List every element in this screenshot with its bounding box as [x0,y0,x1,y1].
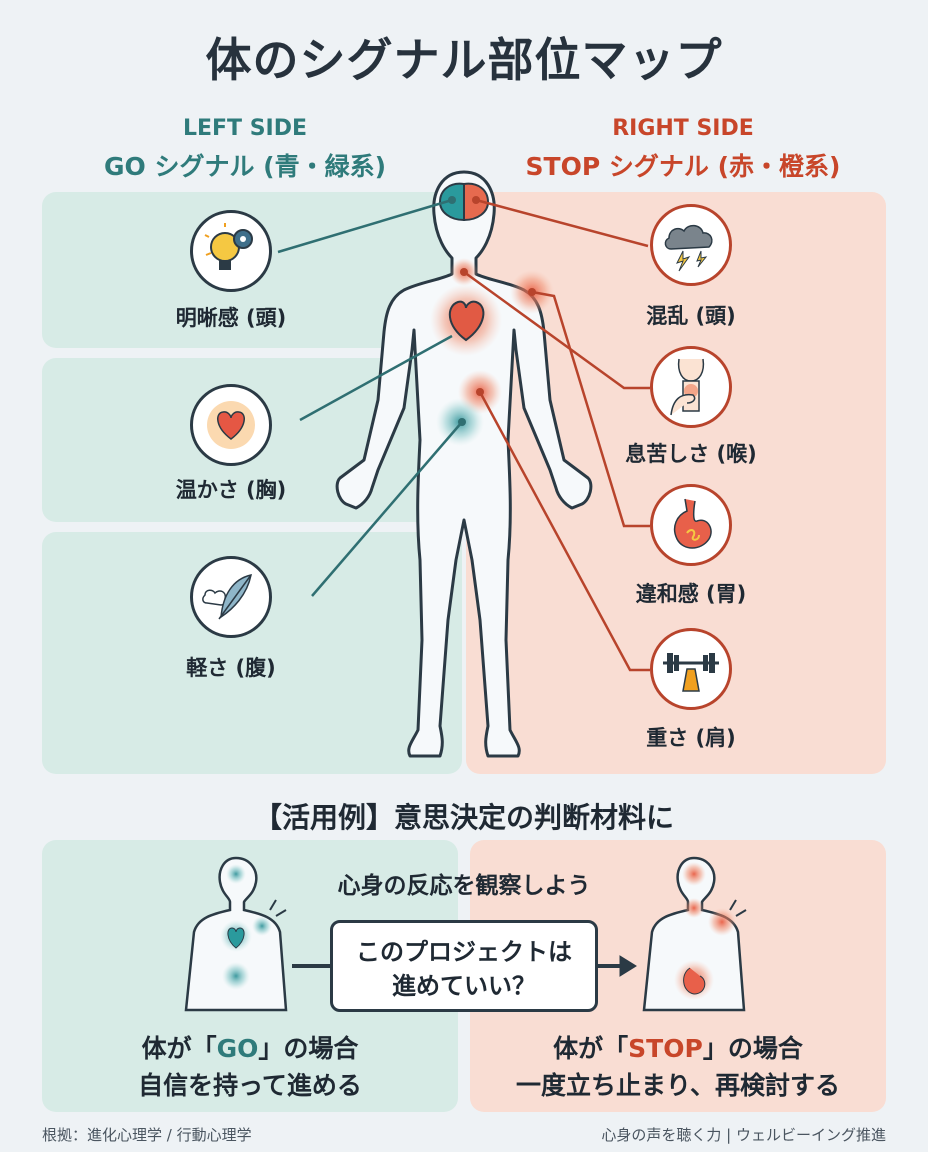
connector-dot [460,268,468,276]
barbell-weight-icon [650,628,732,710]
stop-side-heading: RIGHT SIDE STOP シグナル (赤・橙系) [478,116,888,183]
stop-item-stomach-label: 違和感 (胃) [635,582,747,606]
go-action: 自信を持って進める [138,1071,362,1100]
mini-heart-icon [227,927,245,949]
stop-signal-heading: STOP シグナル (赤・橙系) [525,152,841,181]
question-line-1: このプロジェクトは [356,938,572,966]
go-condition: 体が「GO」の場合 [141,1034,359,1063]
arrow-right-icon [598,955,637,977]
go-item-head-label: 明晰感 (頭) [175,306,287,330]
stop-word: STOP [628,1034,703,1063]
connector-dot [448,196,456,204]
stop-item-head-label: 混乱 (頭) [646,304,736,328]
heart-organ-icon [448,300,485,342]
stop-connectors [463,198,650,672]
go-side-label: LEFT SIDE [182,116,308,141]
lightbulb-gear-icon [190,210,272,292]
go-signal-heading: GO シグナル (青・緑系) [103,152,387,181]
stop-result-text: 体が「STOP」の場合 一度立ち止まり、再検討する [470,1030,886,1104]
connector-dot [528,288,536,296]
mini-stomach-icon [683,967,706,995]
stop-action: 一度立ち止まり、再検討する [515,1071,840,1100]
footer-credit: 心身の声を聴く力 | ウェルビーイング推進 [601,1126,886,1144]
stop-item-throat-label: 息苦しさ (喉) [625,442,757,466]
connector-dot [458,418,466,426]
go-item-chest-label: 温かさ (胸) [175,478,287,502]
connector-dot [472,196,480,204]
page-title: 体のシグナル部位マップ [205,33,723,87]
feather-cloud-icon [190,556,272,638]
storm-cloud-icon [650,204,732,286]
usage-heading: 【活用例】意思決定の判断材料に [253,801,674,834]
footer-source: 根拠：進化心理学 / 行動心理学 [42,1126,252,1144]
stop-condition: 体が「STOP」の場合 [553,1034,803,1063]
question-line-2: 進めていい？ [392,972,536,1000]
go-side-heading: LEFT SIDE GO シグナル (青・緑系) [40,116,450,183]
throat-hand-icon [650,346,732,428]
connector-dot [476,388,484,396]
question-box: このプロジェクトは 進めていい？ [330,920,598,1012]
go-item-belly-label: 軽さ (腹) [186,656,276,680]
glowing-heart-icon [190,384,272,466]
stop-item-shoulder-label: 重さ (肩) [646,726,736,750]
stomach-icon [650,484,732,566]
go-connectors [277,198,463,597]
stop-side-label: RIGHT SIDE [612,116,754,141]
go-word: GO [216,1034,259,1063]
go-result-text: 体が「GO」の場合 自信を持って進める [42,1030,458,1104]
stop-mini-body [642,856,746,1012]
observe-text: 心身の反応を観察しよう [337,873,591,899]
